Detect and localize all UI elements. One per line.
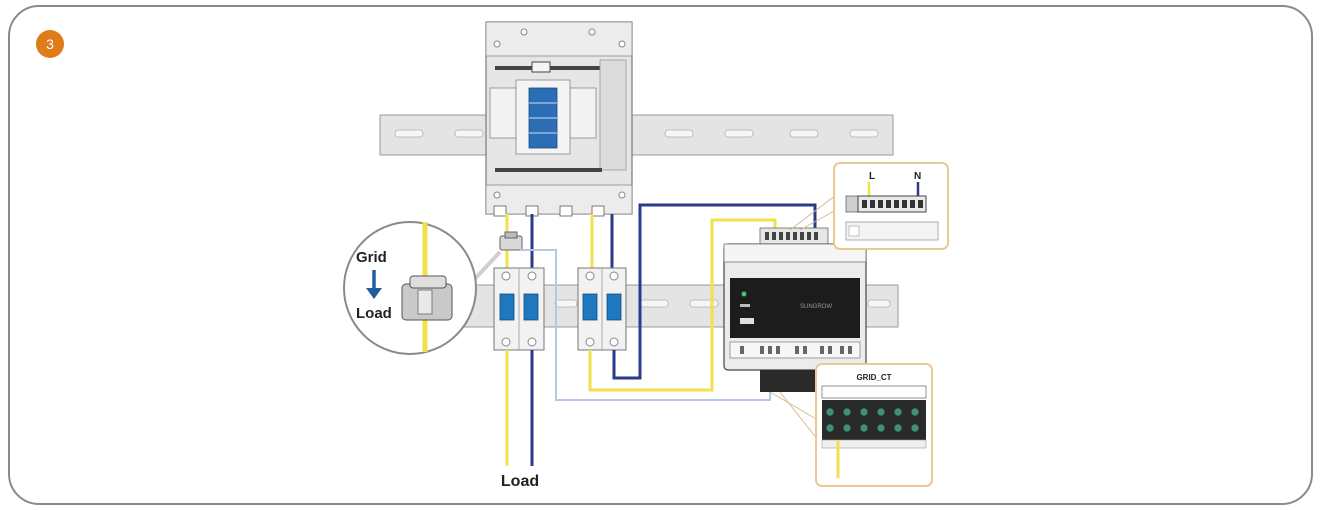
- load-output-wires: [505, 350, 534, 466]
- load-label: Load: [356, 305, 392, 322]
- card-frame: [8, 5, 1313, 505]
- ct-callout-title: GRID_CT: [856, 373, 891, 382]
- ct-clamp: [499, 231, 523, 251]
- step-badge: 3: [36, 30, 64, 58]
- step-badge-circle: [36, 30, 64, 58]
- upper-din-rail: [379, 114, 894, 156]
- ct-direction-callout: Grid Load: [343, 221, 477, 355]
- main-circuit-breaker: [485, 21, 633, 217]
- meter-brand: SUNGROW: [800, 304, 832, 310]
- load-breaker: [493, 267, 545, 351]
- meter-supply-breaker: [577, 267, 627, 351]
- ct-clamp-zoom: [401, 275, 453, 321]
- step-number: 3: [46, 36, 54, 52]
- direction-arrow-icon: [366, 270, 382, 299]
- meter-supply-wires: [588, 203, 817, 392]
- l-terminal-label: L: [869, 171, 875, 182]
- smart-meter: SUNGROW: [723, 227, 867, 392]
- ct-terminal-callout: GRID_CT: [815, 363, 933, 487]
- terminal-callout: L N: [833, 162, 949, 250]
- ct-signal-wire: [520, 249, 771, 401]
- n-terminal-label: N: [914, 171, 921, 182]
- grid-label: Grid: [356, 249, 387, 266]
- bottom-load-label: Load: [501, 473, 539, 490]
- callout-connectors: [769, 194, 837, 441]
